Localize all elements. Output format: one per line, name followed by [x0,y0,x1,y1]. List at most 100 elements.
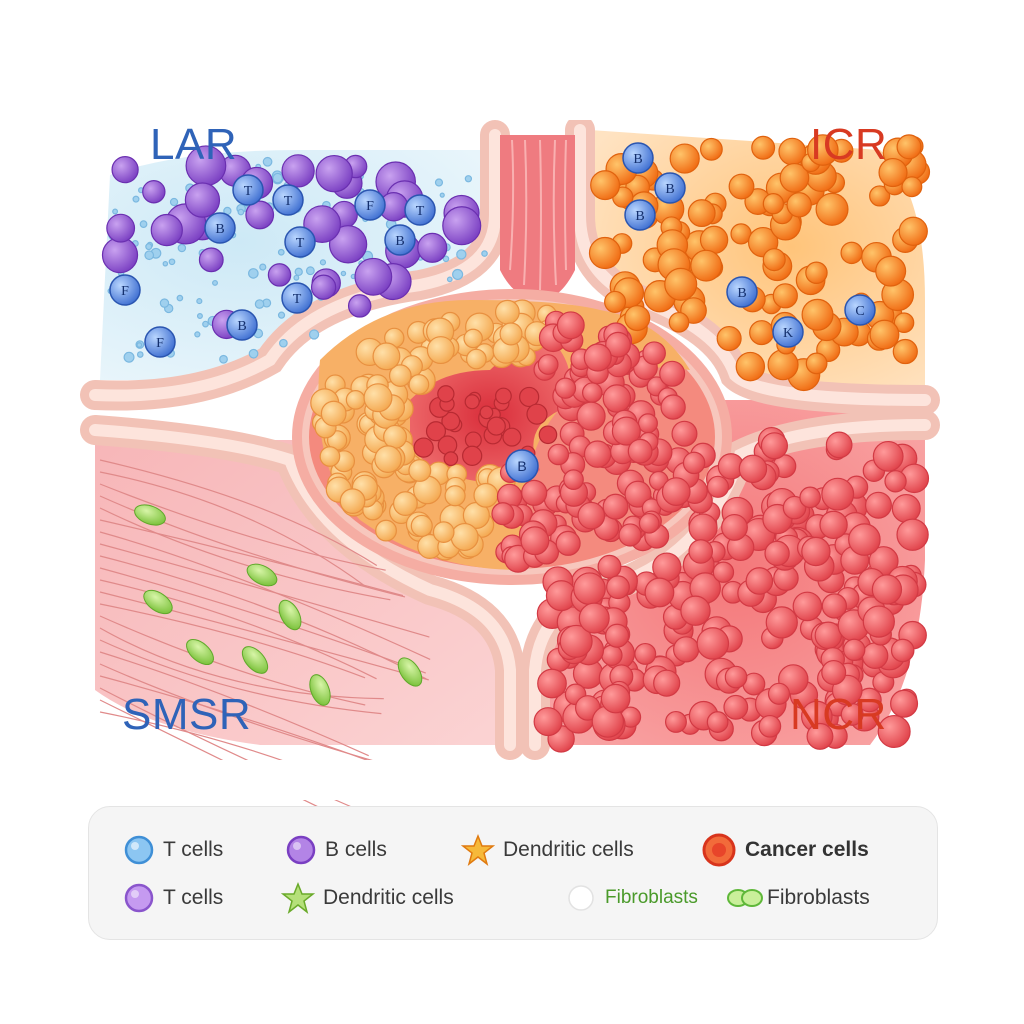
peach-tumor-cell [388,364,412,387]
fibroblast-cell [241,646,269,674]
orange-cancer-cell [898,216,928,246]
red-cancer-cell [723,694,749,720]
peach-tumor-cell [392,491,418,517]
purple-b-cell [101,236,139,274]
core-cell [413,437,434,458]
legend-label: Dendritic cells [323,886,454,909]
core-cell [526,403,548,425]
peach-tumor-cell [363,383,393,413]
orange-cancer-cell [664,267,698,301]
small-blue-cell [308,329,320,340]
small-blue-cell [237,208,245,216]
blue-circle-icon [124,835,154,865]
small-blue-cell [262,156,273,167]
peach-tumor-cell [345,390,366,410]
small-blue-cell [194,331,201,338]
red-cancer-cell [745,567,774,595]
red-cancer-cell [738,454,768,484]
red-cancer-cell [573,572,606,606]
t-cell-badge-letter: B [665,182,674,197]
red-cancer-cell [634,642,657,665]
purple-b-cell [347,294,372,318]
t-cell-badge: T [404,194,436,226]
fibroblast-cell [278,599,302,631]
center-t-cell-badge: B [505,449,539,483]
red-cancer-cell [819,510,848,540]
purple-b-cell [267,263,292,287]
red-cancer-cell [533,707,563,737]
small-blue-cell [294,267,303,277]
t-cell-badge: C [844,294,876,326]
region-label-ncr: NCR [790,690,887,739]
red-cancer-cell [767,682,791,705]
red-tumor-cell [547,443,570,466]
peach-tumor-cell [339,488,366,514]
red-cancer-cell [825,431,853,459]
small-blue-cell [139,220,148,229]
purple-circle-icon [286,835,316,865]
t-cell-badge: K [772,316,804,348]
orange-cancer-cell [878,157,908,188]
red-cancer-cell [765,606,798,639]
red-tumor-cell [521,479,548,506]
red-tumor-cell [602,384,632,413]
orange-cancer-cell [588,236,622,270]
orange-cancer-cell [735,351,766,382]
red-cancer-cell [884,470,907,493]
small-blue-cell [434,178,444,187]
orange-cancer-cell [728,173,755,200]
peach-tumor-cell [426,336,455,365]
legend-panel: T cells B cells Dendritic cells Cancer c… [88,806,938,940]
red-cancer-cell [597,554,622,579]
red-tumor-cell [637,413,658,434]
red-tumor-cell [602,493,629,520]
small-blue-cell [159,298,170,308]
small-blue-cell [481,250,488,257]
center-badge-letter: B [517,458,526,474]
orange-cancer-cell [751,135,776,160]
green-double-oval-icon [727,889,763,907]
red-tumor-cell [563,469,584,490]
small-blue-cell [464,175,473,183]
legend-item-dendritic-cells: Dendritic cells [461,833,634,867]
small-blue-cell [132,195,140,203]
peach-tumor-cell [494,299,520,325]
red-cancer-cell [706,475,730,498]
t-cell-badge: B [624,199,656,231]
orange-cancer-cell [807,134,839,166]
small-blue-cell [248,268,259,279]
purple-b-cell [142,180,166,204]
purple-b-cell [310,274,337,300]
orange-cancer-cell [901,176,923,198]
red-tumor-cell [554,377,577,399]
red-tumor-cell [627,438,653,464]
small-blue-cell [305,266,315,276]
core-cell [425,421,447,442]
small-blue-cell [439,192,445,198]
small-blue-cell [202,320,209,328]
core-cell [502,427,522,447]
purple-b-cell [245,200,275,230]
t-cell-badge-letter: T [416,204,425,219]
fibroblast-cell [246,563,278,587]
legend-item-fibroblasts-2: Fibroblasts [725,881,870,915]
peach-tumor-cell [473,482,499,508]
small-blue-cell [254,299,265,309]
peach-tumor-cell [375,519,397,542]
red-cancer-cell [760,432,789,460]
small-blue-cell [456,249,467,260]
peach-tumor-cell [319,446,341,467]
red-cancer-cell [861,642,889,670]
t-cell-badge: B [622,142,654,174]
red-cancer-cell [764,540,790,567]
red-cancer-cell [688,539,714,564]
core-cell [464,394,480,410]
red-cancer-cell [792,591,823,622]
red-cancer-cell [843,638,866,662]
purple-b-cell [150,213,183,247]
purple-b-cell [328,225,368,264]
small-blue-cell [144,250,155,261]
orange-cancer-cell [815,192,849,226]
